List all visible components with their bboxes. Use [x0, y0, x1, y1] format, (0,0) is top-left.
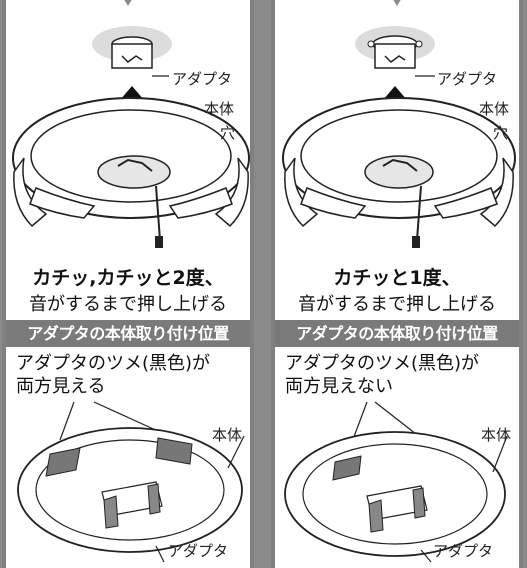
callout-body: 本体 — [204, 100, 235, 118]
down-arrow-icon — [116, 0, 140, 6]
note-line-1: アダプタのツメ(黒色)が — [285, 353, 480, 374]
up-arrow-icon — [383, 86, 407, 100]
callout-hole: 穴 — [493, 124, 509, 142]
instruction-line-1: カチッ,カチッと2度、 — [32, 267, 224, 289]
callout-hole: 穴 — [220, 124, 236, 142]
adapter-claw-note: アダプタのツメ(黒色)が 両方見える — [16, 352, 210, 398]
adapter-claw-note: アダプタのツメ(黒色)が 両方見えない — [285, 352, 479, 398]
ceiling-installation-illustration — [282, 26, 516, 248]
ceiling-installation-illustration — [12, 26, 250, 248]
detail-label-adapter: アダプタ — [168, 542, 229, 560]
up-arrow-icon — [120, 86, 144, 100]
note-line-1: アダプタのツメ(黒色)が — [16, 353, 211, 374]
note-line-2: 両方見える — [16, 376, 106, 397]
detail-label-body: 本体 — [481, 426, 512, 444]
note-line-2: 両方見えない — [285, 376, 393, 397]
left-panel: アダプタ 本体 穴 カチッ,カチッと2度、 音がするまで押し上げる アダプタの本… — [2, 0, 254, 568]
instruction-line-2: 音がするまで押し上げる — [298, 294, 496, 315]
adapter-position-diagram — [17, 401, 245, 563]
callout-adapter: アダプタ — [437, 70, 498, 88]
section-heading-bar: アダプタの本体取り付け位置 — [6, 320, 250, 347]
section-heading-bar: アダプタの本体取り付け位置 — [275, 320, 519, 347]
instruction-line-2: 音がするまで押し上げる — [29, 294, 227, 315]
adapter-position-diagram — [284, 401, 508, 563]
detail-label-body: 本体 — [212, 426, 243, 444]
right-panel: アダプタ 本体 穴 カチッと1度、 音がするまで押し上げる アダプタの本体取り付… — [271, 0, 523, 568]
detail-label-adapter: アダプタ — [433, 542, 494, 560]
callout-adapter: アダプタ — [172, 70, 233, 88]
callout-body: 本体 — [479, 100, 510, 118]
instruction-line-1: カチッと1度、 — [333, 267, 461, 289]
down-arrow-icon — [385, 0, 409, 6]
